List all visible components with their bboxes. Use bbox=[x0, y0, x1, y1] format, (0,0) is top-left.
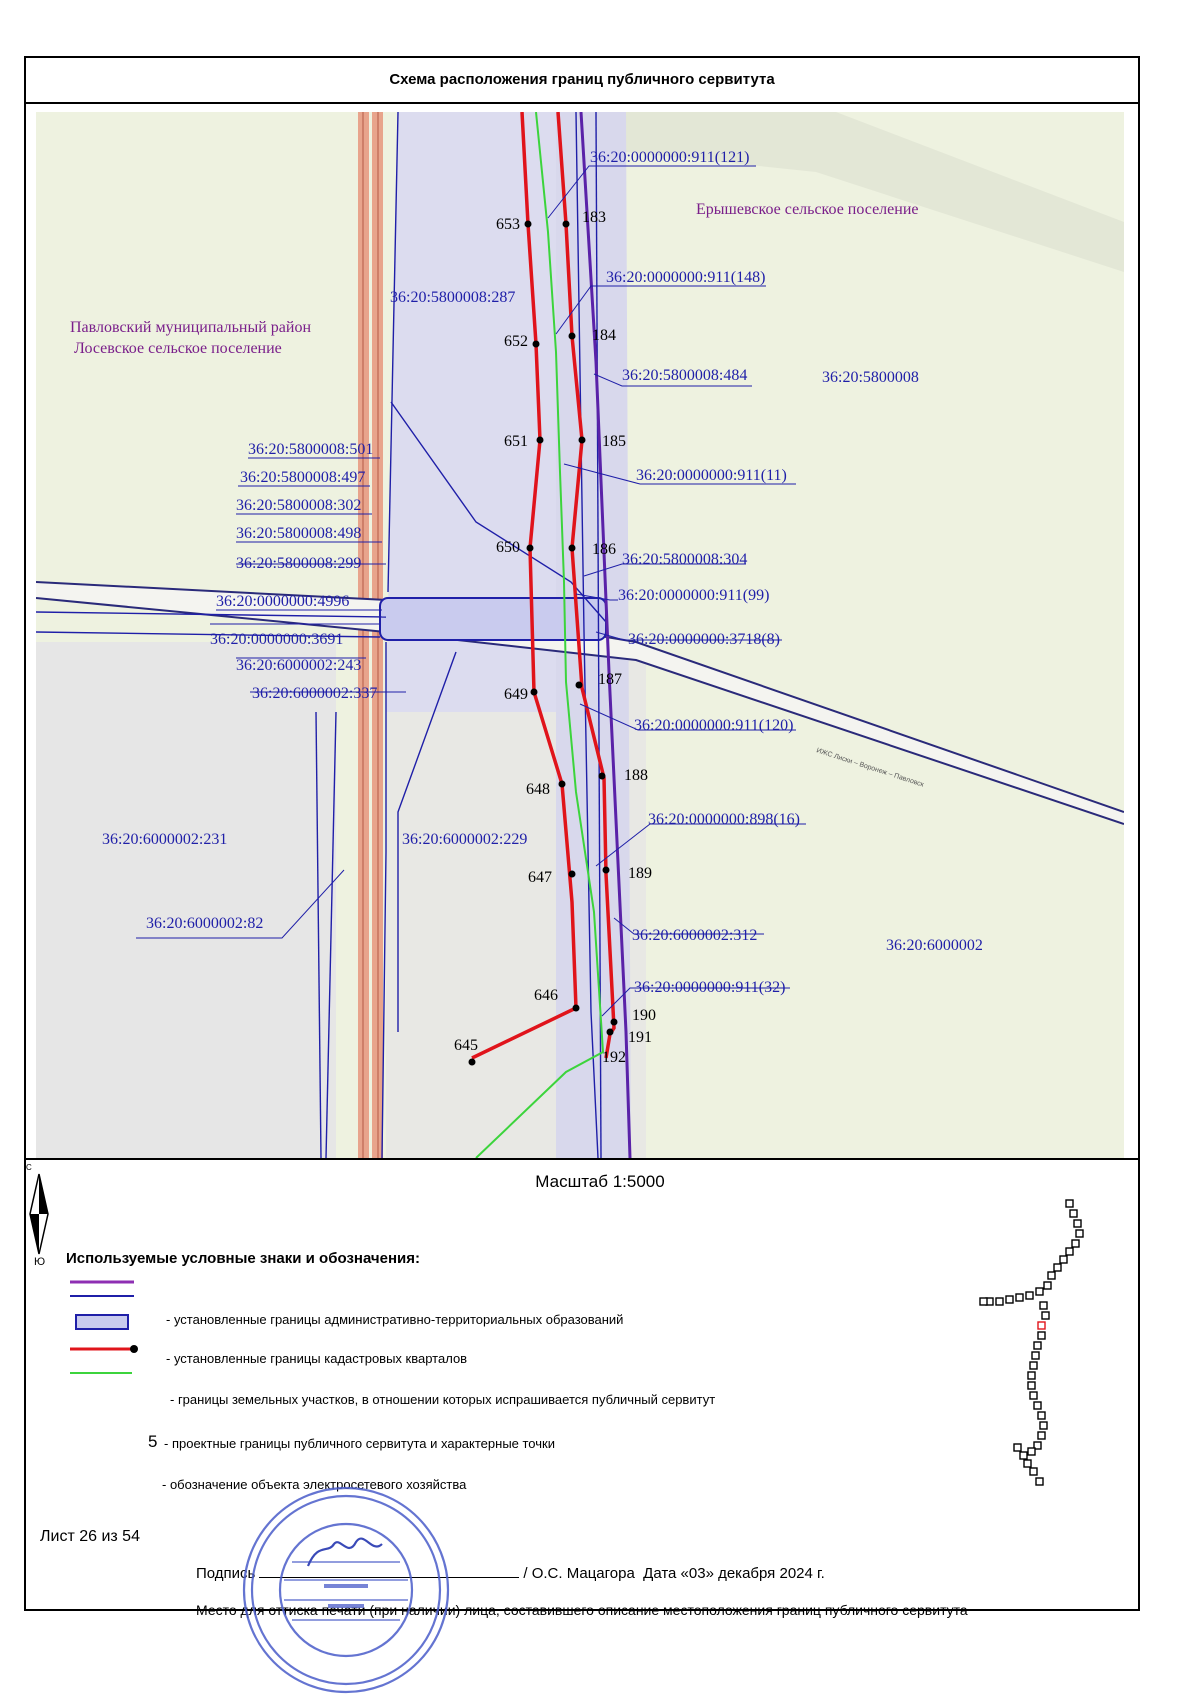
parcel-label: 36:20:0000000:911(32) bbox=[634, 979, 785, 996]
signature-date: Дата «03» декабря 2024 г. bbox=[643, 1565, 825, 1582]
point-label: 646 bbox=[534, 987, 558, 1004]
parcel-label: 36:20:0000000:898(16) bbox=[648, 811, 800, 828]
point-label: 185 bbox=[602, 433, 626, 450]
servitude-boundary-west bbox=[471, 112, 578, 1060]
legend-object-text: - обозначение объекта электросетевого хо… bbox=[162, 1477, 467, 1492]
parcel-label: 36:20:5800008:304 bbox=[622, 551, 747, 568]
parcel-label: 36:20:5800008:299 bbox=[236, 555, 361, 572]
sheet-number: Лист 26 из 54 bbox=[40, 1528, 140, 1545]
point-label: 189 bbox=[628, 865, 652, 882]
point-label: 184 bbox=[592, 327, 616, 344]
parcel-label: 36:20:6000002:82 bbox=[146, 915, 263, 932]
green-line-symbol bbox=[70, 1372, 132, 1374]
signer-name: / О.С. Мацагора bbox=[523, 1565, 635, 1582]
legend-admin-text: - установленные границы административно-… bbox=[166, 1312, 624, 1327]
parcel-label: 36:20:0000000:911(148) bbox=[606, 269, 765, 286]
point-label: 183 bbox=[582, 209, 606, 226]
point-label: 645 bbox=[454, 1037, 478, 1054]
sheet-frame bbox=[24, 56, 1140, 1611]
point-label: 652 bbox=[504, 333, 528, 350]
legend-divider bbox=[24, 1158, 1140, 1160]
map-area: ИЖС Лиски – Воронеж – Павловск bbox=[36, 112, 1124, 1158]
legend-title: Используемые условные знаки и обозначени… bbox=[66, 1250, 421, 1267]
point-label: 647 bbox=[528, 869, 552, 886]
quarter-label: 36:20:5800008 bbox=[822, 369, 919, 386]
parcel-label: 36:20:0000000:911(99) bbox=[618, 587, 769, 604]
parcel-label: 36:20:5800008:497 bbox=[240, 469, 365, 486]
parcel-label: 36:20:0000000:3718(8) bbox=[628, 631, 780, 648]
parcel-label: 36:20:0000000:3691 bbox=[210, 631, 343, 648]
point-label: 192 bbox=[602, 1049, 626, 1066]
parcel-label: 36:20:6000002:229 bbox=[402, 831, 527, 848]
admin-area-symbol bbox=[75, 1314, 129, 1330]
lilac-zone-north bbox=[386, 112, 596, 712]
parcel-label: 36:20:5800008:501 bbox=[248, 441, 373, 458]
signature-line: Подпись / О.С. Мацагора Дата «03» декабря… bbox=[196, 1565, 825, 1582]
parcel-label: 36:20:0000000:911(11) bbox=[636, 467, 787, 484]
legend-quarter-text: - установленные границы кадастровых квар… bbox=[166, 1351, 468, 1366]
parcel-label: 36:20:5800008:302 bbox=[236, 497, 361, 514]
signature-field bbox=[259, 1577, 520, 1578]
servitude-line-symbol bbox=[70, 1345, 138, 1353]
point-label: 653 bbox=[496, 216, 520, 233]
servitude-points bbox=[468, 220, 618, 1066]
overview-map bbox=[979, 1199, 1084, 1486]
legend-servitude-text: - проектные границы публичного сервитута… bbox=[164, 1436, 555, 1451]
parcel-label: 36:20:0000000:911(121) bbox=[590, 149, 749, 166]
district-label-losevo: Лосевское сельское поселение bbox=[74, 340, 282, 357]
parcel-line-green bbox=[475, 112, 605, 1158]
point-label: 188 bbox=[624, 767, 648, 784]
field-gray-left bbox=[36, 642, 336, 1158]
legend-servitude-number: 5 bbox=[148, 1432, 158, 1451]
parcel-label: 36:20:5800008:484 bbox=[622, 367, 747, 384]
legend-parcels-text: - границы земельных участков, в отношени… bbox=[170, 1392, 716, 1407]
scale-label: Масштаб 1:5000 bbox=[535, 1172, 665, 1191]
point-label: 650 bbox=[496, 539, 520, 556]
map-canvas: ИЖС Лиски – Воронеж – Павловск bbox=[36, 112, 1124, 1158]
parcel-label: 36:20:6000002:337 bbox=[252, 685, 377, 702]
point-label: 191 bbox=[628, 1029, 652, 1046]
parcel-label: 36:20:6000002:243 bbox=[236, 657, 361, 674]
point-label: 186 bbox=[592, 541, 616, 558]
official-seal-icon bbox=[242, 1486, 450, 1694]
parcel-label: 36:20:0000000:4996 bbox=[216, 593, 349, 610]
compass-south: Ю bbox=[34, 1256, 46, 1268]
field-strip-top bbox=[626, 112, 1124, 272]
point-label: 190 bbox=[632, 1007, 656, 1024]
point-label: 187 bbox=[598, 671, 622, 688]
point-label: 648 bbox=[526, 781, 550, 798]
compass-arrow-icon: С bbox=[26, 1163, 49, 1255]
page-title: Схема расположения границ публичного сер… bbox=[24, 56, 1140, 104]
district-label-yeryshevo: Ерышевское сельское поселение bbox=[696, 201, 918, 218]
road-east-west bbox=[36, 582, 1124, 824]
point-label: 649 bbox=[504, 686, 528, 703]
compass-north: С bbox=[26, 1163, 32, 1172]
district-label-pavlovsk: Павловский муниципальный район bbox=[70, 319, 311, 336]
leader-lines bbox=[136, 165, 806, 1017]
signature-label: Подпись bbox=[196, 1565, 256, 1582]
point-label: 651 bbox=[504, 433, 528, 450]
parcel-label: 36:20:0000000:911(120) bbox=[634, 717, 793, 734]
parcel-label: 36:20:6000002:312 bbox=[632, 927, 757, 944]
parcel-boundaries bbox=[36, 112, 607, 1158]
admin-boundary-purple bbox=[579, 112, 632, 1158]
stamp-place-text: Место для оттиска печати (при наличии) л… bbox=[196, 1602, 968, 1618]
parcel-label: 36:20:5800008:287 bbox=[390, 289, 515, 306]
parcel-label: 36:20:6000002:231 bbox=[102, 831, 227, 848]
purple-line-symbol bbox=[70, 1280, 134, 1297]
quarter-label: 36:20:6000002 bbox=[886, 937, 983, 954]
admin-boundary-crossing bbox=[379, 597, 607, 641]
parcel-label: 36:20:5800008:498 bbox=[236, 525, 361, 542]
